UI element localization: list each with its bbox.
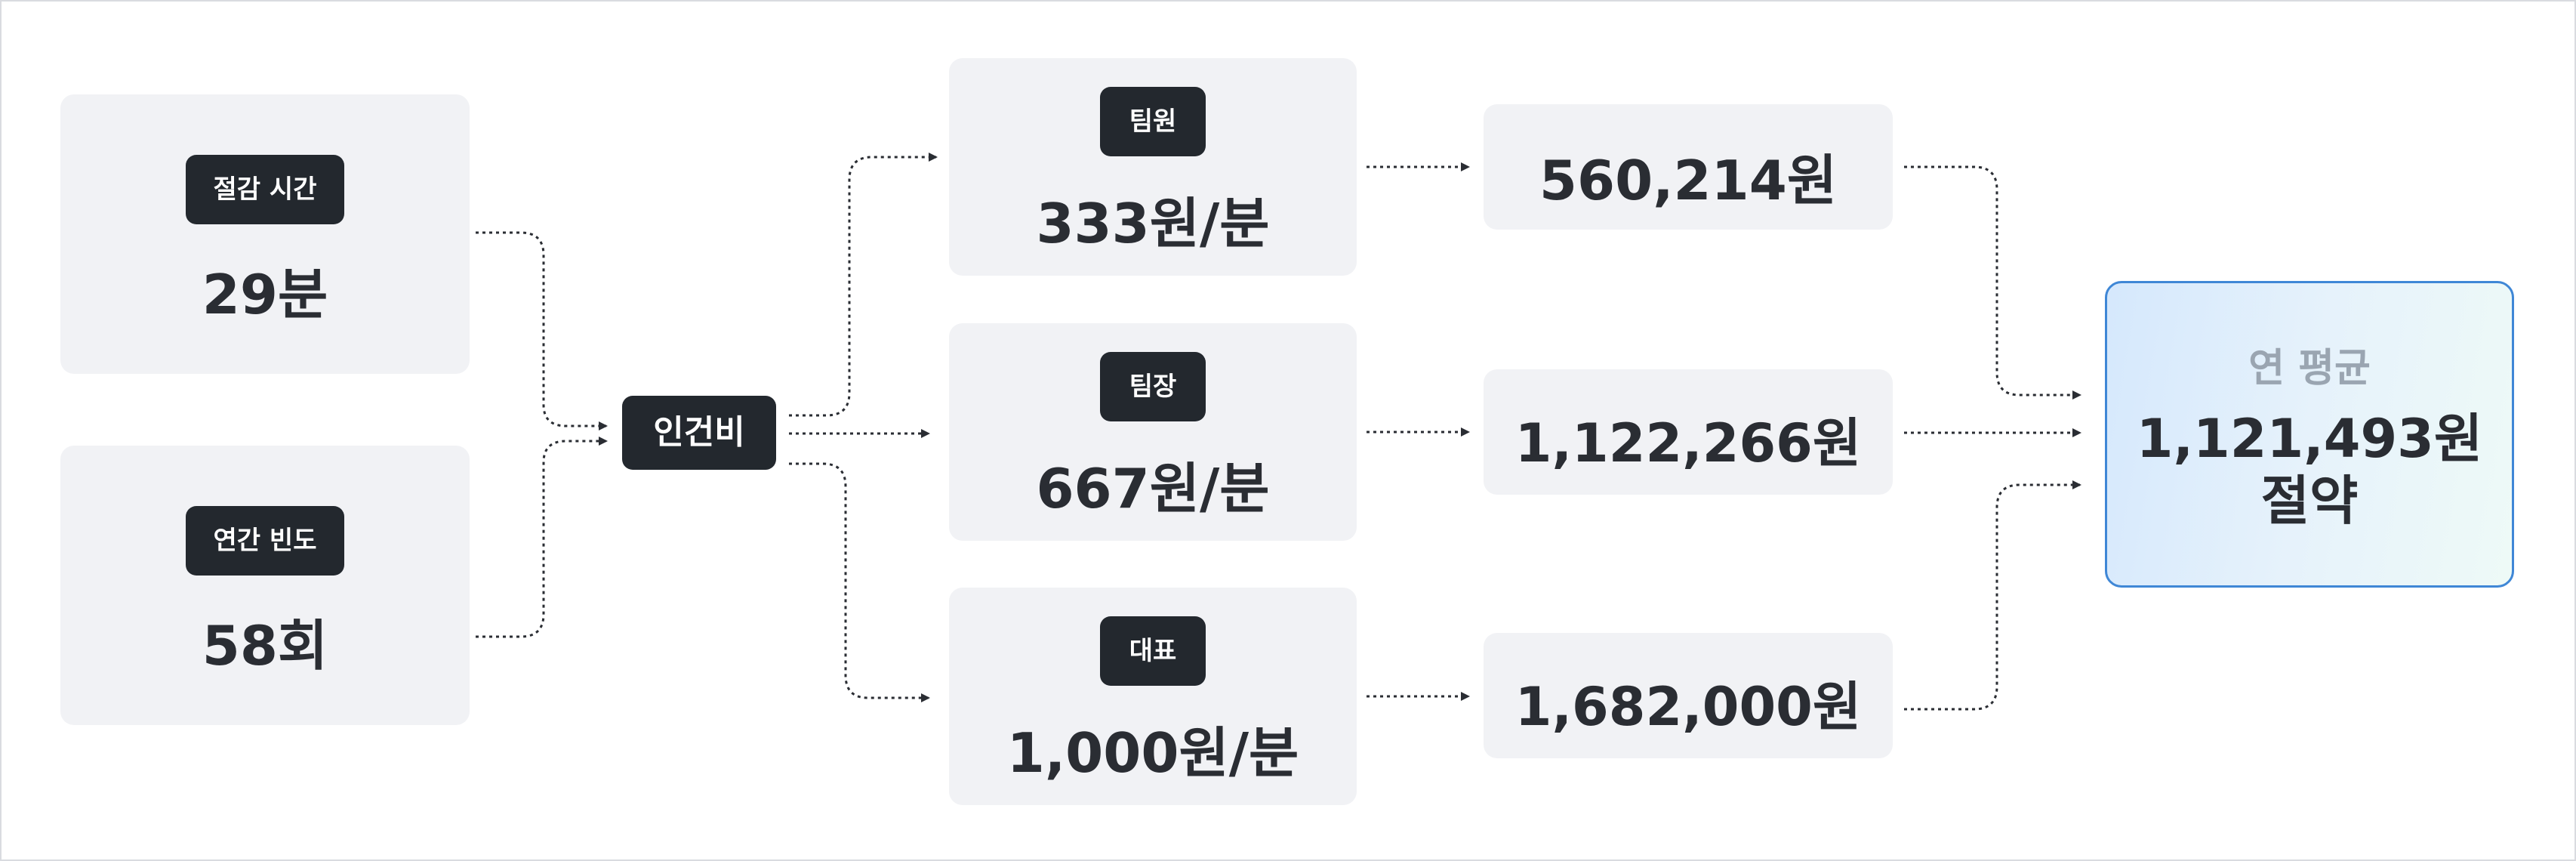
- result-card: 연 평균 1,121,493원 절약: [2105, 281, 2514, 588]
- connector-ceo-result: [1904, 480, 2081, 711]
- role-rate-ceo: 1,000원/분: [1006, 721, 1299, 785]
- result-amount: 1,121,493원: [2136, 408, 2483, 470]
- connector-freq-to-hub: [476, 437, 608, 638]
- input-label-time: 절감 시간: [186, 155, 344, 224]
- amount-ceo: 1,682,000원: [1514, 676, 1862, 738]
- role-rate-lead: 667원/분: [1036, 457, 1270, 520]
- amount-lead: 1,122,266원: [1514, 412, 1862, 474]
- input-value-frequency: 58회: [202, 614, 328, 677]
- input-label-frequency: 연간 빈도: [186, 506, 344, 576]
- amount-member: 560,214원: [1539, 149, 1838, 212]
- role-card-ceo: 대표 1,000원/분: [949, 588, 1357, 805]
- input-card-frequency: 연간 빈도 58회: [60, 446, 470, 725]
- amount-card-lead: 1,122,266원: [1484, 369, 1893, 495]
- hub-label: 인건비: [622, 396, 776, 470]
- role-label-ceo: 대표: [1100, 616, 1206, 686]
- role-card-lead: 팀장 667원/분: [949, 323, 1357, 541]
- input-value-time: 29분: [202, 263, 328, 326]
- connector-member-result: [1904, 165, 2081, 400]
- result-suffix: 절약: [2260, 470, 2359, 532]
- input-card-time: 절감 시간 29분: [60, 94, 470, 374]
- role-label-member: 팀원: [1100, 87, 1206, 156]
- amount-card-member: 560,214원: [1484, 104, 1893, 230]
- amount-card-ceo: 1,682,000원: [1484, 633, 1893, 758]
- connector-time-to-hub: [476, 231, 608, 430]
- role-card-member: 팀원 333원/분: [949, 58, 1357, 276]
- role-rate-member: 333원/분: [1036, 192, 1270, 255]
- role-label-lead: 팀장: [1100, 352, 1206, 421]
- connector-hub-to-ceo: [789, 462, 930, 702]
- connector-hub-to-member: [789, 153, 938, 417]
- result-caption: 연 평균: [2248, 346, 2371, 391]
